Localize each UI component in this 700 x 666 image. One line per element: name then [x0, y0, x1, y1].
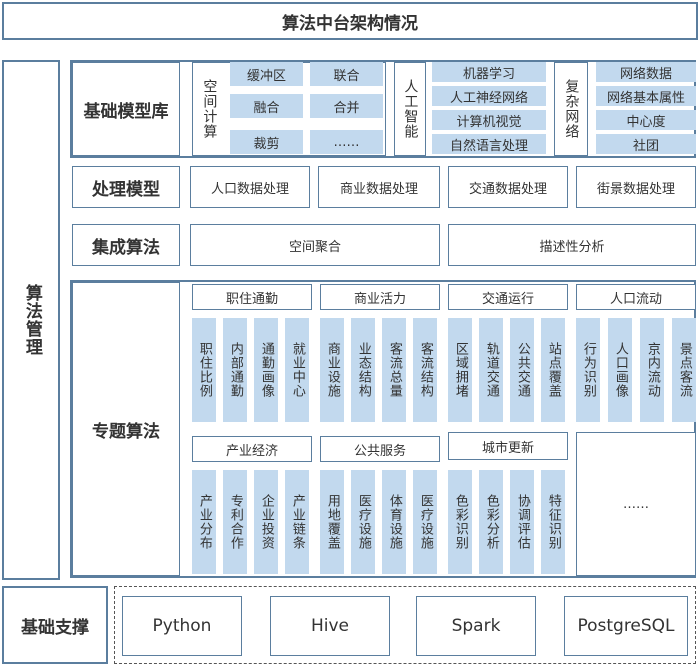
thematic-item: 就业中心 — [285, 318, 309, 422]
thematic-item: 轨道交通 — [479, 318, 503, 422]
processing-item: 商业数据处理 — [318, 166, 440, 208]
thematic-group-title: 城市更新 — [448, 432, 568, 460]
thematic-item: 特征识别 — [541, 470, 565, 574]
thematic-item: 医疗设施 — [351, 470, 375, 574]
ai-item: 机器学习 — [432, 62, 546, 82]
thematic-item: 体育设施 — [382, 470, 406, 574]
processing-item: 交通数据处理 — [448, 166, 568, 208]
thematic-item: 公共交通 — [510, 318, 534, 422]
thematic-more-box: …… — [576, 432, 696, 576]
spatial-item: 裁剪 — [230, 130, 303, 154]
thematic-item: 区域拥堵 — [448, 318, 472, 422]
tech-postgresql: PostgreSQL — [564, 596, 688, 656]
ai-item: 人工神经网络 — [432, 86, 546, 106]
tech-hive: Hive — [270, 596, 390, 656]
ai-group-title-box: 人工智能 — [394, 62, 426, 156]
thematic-item: 产业链条 — [285, 470, 309, 574]
sidebar-label: 算法管理 — [21, 284, 42, 356]
ai-item: 自然语言处理 — [432, 134, 546, 154]
thematic-item: 行为识别 — [576, 318, 600, 422]
title-bar: 算法中台架构情况 — [2, 2, 698, 40]
ai-group-title: 人工智能 — [402, 79, 419, 139]
thematic-item: 色彩识别 — [448, 470, 472, 574]
integrated-item: 空间聚合 — [190, 224, 440, 266]
thematic-label-box: 专题算法 — [72, 282, 180, 576]
foundation-container — [114, 586, 696, 664]
basic-models-label: 基础模型库 — [83, 101, 169, 122]
thematic-group-title: 职住通勤 — [192, 284, 312, 310]
thematic-item: 专利合作 — [223, 470, 247, 574]
thematic-group-title: 商业活力 — [320, 284, 440, 310]
thematic-group-title: 交通运行 — [448, 284, 568, 310]
spatial-item: 融合 — [230, 94, 303, 118]
thematic-item: 景点客流 — [672, 318, 696, 422]
thematic-item: 商业设施 — [320, 318, 344, 422]
processing-label: 处理模型 — [92, 179, 160, 200]
thematic-item: 人口画像 — [608, 318, 632, 422]
foundation-label-box: 基础支撑 — [2, 586, 108, 664]
integrated-label-box: 集成算法 — [72, 224, 180, 266]
spatial-item: 合并 — [310, 94, 383, 118]
thematic-item: 医疗设施 — [413, 470, 437, 574]
thematic-item: 客流总量 — [382, 318, 406, 422]
spatial-item: 联合 — [310, 62, 383, 86]
processing-label-box: 处理模型 — [72, 166, 180, 208]
sidebar-algorithm-management: 算法管理 — [2, 60, 60, 580]
page-title: 算法中台架构情况 — [282, 13, 418, 34]
thematic-group-title: 产业经济 — [192, 436, 312, 462]
integrated-label: 集成算法 — [92, 237, 160, 258]
thematic-group-title: 人口流动 — [576, 284, 696, 310]
thematic-item: 职住比例 — [192, 318, 216, 422]
thematic-item: 通勤画像 — [254, 318, 278, 422]
thematic-label: 专题算法 — [92, 421, 160, 442]
integrated-item: 描述性分析 — [448, 224, 696, 266]
network-item: 网络基本属性 — [596, 86, 696, 106]
network-group-title-box: 复杂网络 — [554, 62, 588, 156]
thematic-item: 内部通勤 — [223, 318, 247, 422]
tech-python: Python — [122, 596, 242, 656]
thematic-item: 企业投资 — [254, 470, 278, 574]
network-group-title: 复杂网络 — [563, 79, 580, 139]
foundation-label: 基础支撑 — [21, 617, 89, 638]
network-item: 社团 — [596, 134, 696, 154]
tech-spark: Spark — [416, 596, 536, 656]
thematic-item: 客流结构 — [413, 318, 437, 422]
thematic-item: 协调评估 — [510, 470, 534, 574]
thematic-item: 站点覆盖 — [541, 318, 565, 422]
basic-models-label-box: 基础模型库 — [72, 62, 180, 156]
spatial-item: 缓冲区 — [230, 62, 303, 86]
network-item: 网络数据 — [596, 62, 696, 82]
thematic-item: 业态结构 — [351, 318, 375, 422]
network-item: 中心度 — [596, 110, 696, 130]
thematic-item: 产业分布 — [192, 470, 216, 574]
thematic-item: 色彩分析 — [479, 470, 503, 574]
thematic-item: 京内流动 — [640, 318, 664, 422]
spatial-item-more: …… — [310, 130, 383, 154]
ai-item: 计算机视觉 — [432, 110, 546, 130]
thematic-item: 用地覆盖 — [320, 470, 344, 574]
spatial-group-title: 空间计算 — [201, 79, 218, 139]
processing-item: 街景数据处理 — [576, 166, 696, 208]
thematic-group-title: 公共服务 — [320, 436, 440, 462]
processing-item: 人口数据处理 — [190, 166, 310, 208]
